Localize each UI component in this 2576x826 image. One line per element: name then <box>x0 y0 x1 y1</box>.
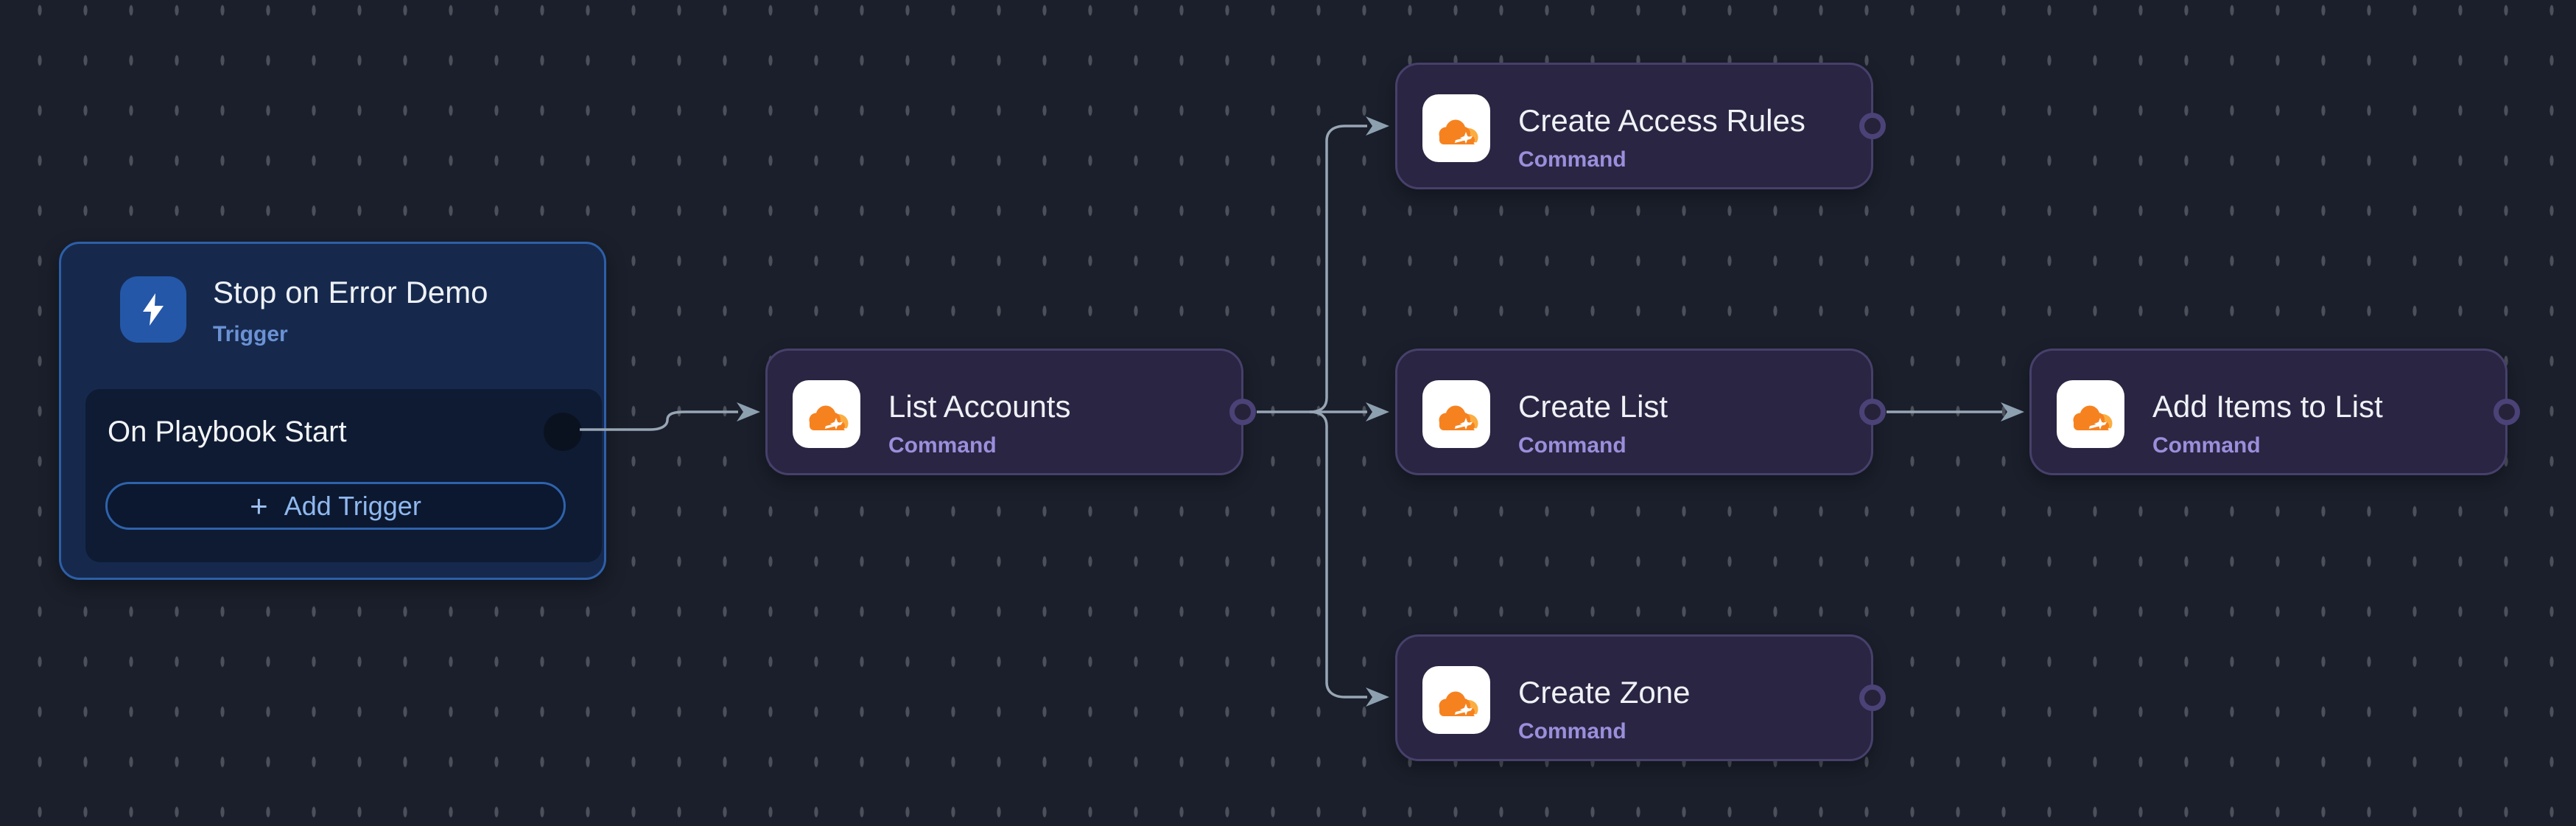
arrowhead-icon <box>1366 687 1389 707</box>
node-title: Create Access Rules <box>1518 103 1805 138</box>
arrowhead-icon <box>737 402 760 421</box>
trigger-output-port[interactable] <box>544 413 582 451</box>
edge-to-create-zone <box>1309 410 1367 699</box>
node-type-label: Command <box>2152 433 2261 458</box>
node-type-label: Command <box>1518 433 1626 458</box>
trigger-events-panel: On Playbook Start + Add Trigger <box>85 389 602 562</box>
node-title: List Accounts <box>888 389 1071 424</box>
node-title: Create List <box>1518 389 1668 424</box>
output-port[interactable] <box>2493 399 2520 425</box>
node-add-items-to-list[interactable]: Add Items to List Command <box>2029 349 2520 475</box>
output-port[interactable] <box>1859 685 1886 711</box>
lightning-bolt-icon <box>120 276 186 343</box>
node-create-list[interactable]: Create List Command <box>1395 349 1886 475</box>
cloudflare-icon <box>1422 380 1490 448</box>
output-port[interactable] <box>1859 399 1886 425</box>
plus-icon: + <box>250 488 268 523</box>
cloudflare-icon <box>1422 94 1490 162</box>
arrowhead-icon <box>1366 116 1389 136</box>
arrowhead-icon <box>1366 402 1389 421</box>
node-title: Add Items to List <box>2152 389 2383 424</box>
node-create-zone[interactable]: Create Zone Command <box>1395 634 1886 761</box>
edge-to-create-access-rules <box>1309 125 1367 413</box>
trigger-node-type-label: Trigger <box>213 322 288 346</box>
node-create-access-rules[interactable]: Create Access Rules Command <box>1395 63 1886 189</box>
node-title: Create Zone <box>1518 675 1691 710</box>
node-type-label: Command <box>1518 719 1626 743</box>
cloudflare-icon <box>793 380 860 448</box>
node-type-label: Command <box>1518 147 1626 172</box>
trigger-node-title: Stop on Error Demo <box>213 275 488 309</box>
output-port[interactable] <box>1859 113 1886 139</box>
arrowhead-icon <box>2001 402 2024 421</box>
cloudflare-icon <box>1422 666 1490 734</box>
add-trigger-button[interactable]: + Add Trigger <box>105 482 566 530</box>
node-list-accounts[interactable]: List Accounts Command <box>765 349 1256 475</box>
add-trigger-label: Add Trigger <box>284 490 421 521</box>
node-type-label: Command <box>888 433 997 458</box>
trigger-event-label: On Playbook Start <box>108 416 347 448</box>
trigger-node[interactable]: Stop on Error Demo Trigger On Playbook S… <box>59 242 606 580</box>
cloudflare-icon <box>2057 380 2124 448</box>
output-port[interactable] <box>1229 399 1256 425</box>
